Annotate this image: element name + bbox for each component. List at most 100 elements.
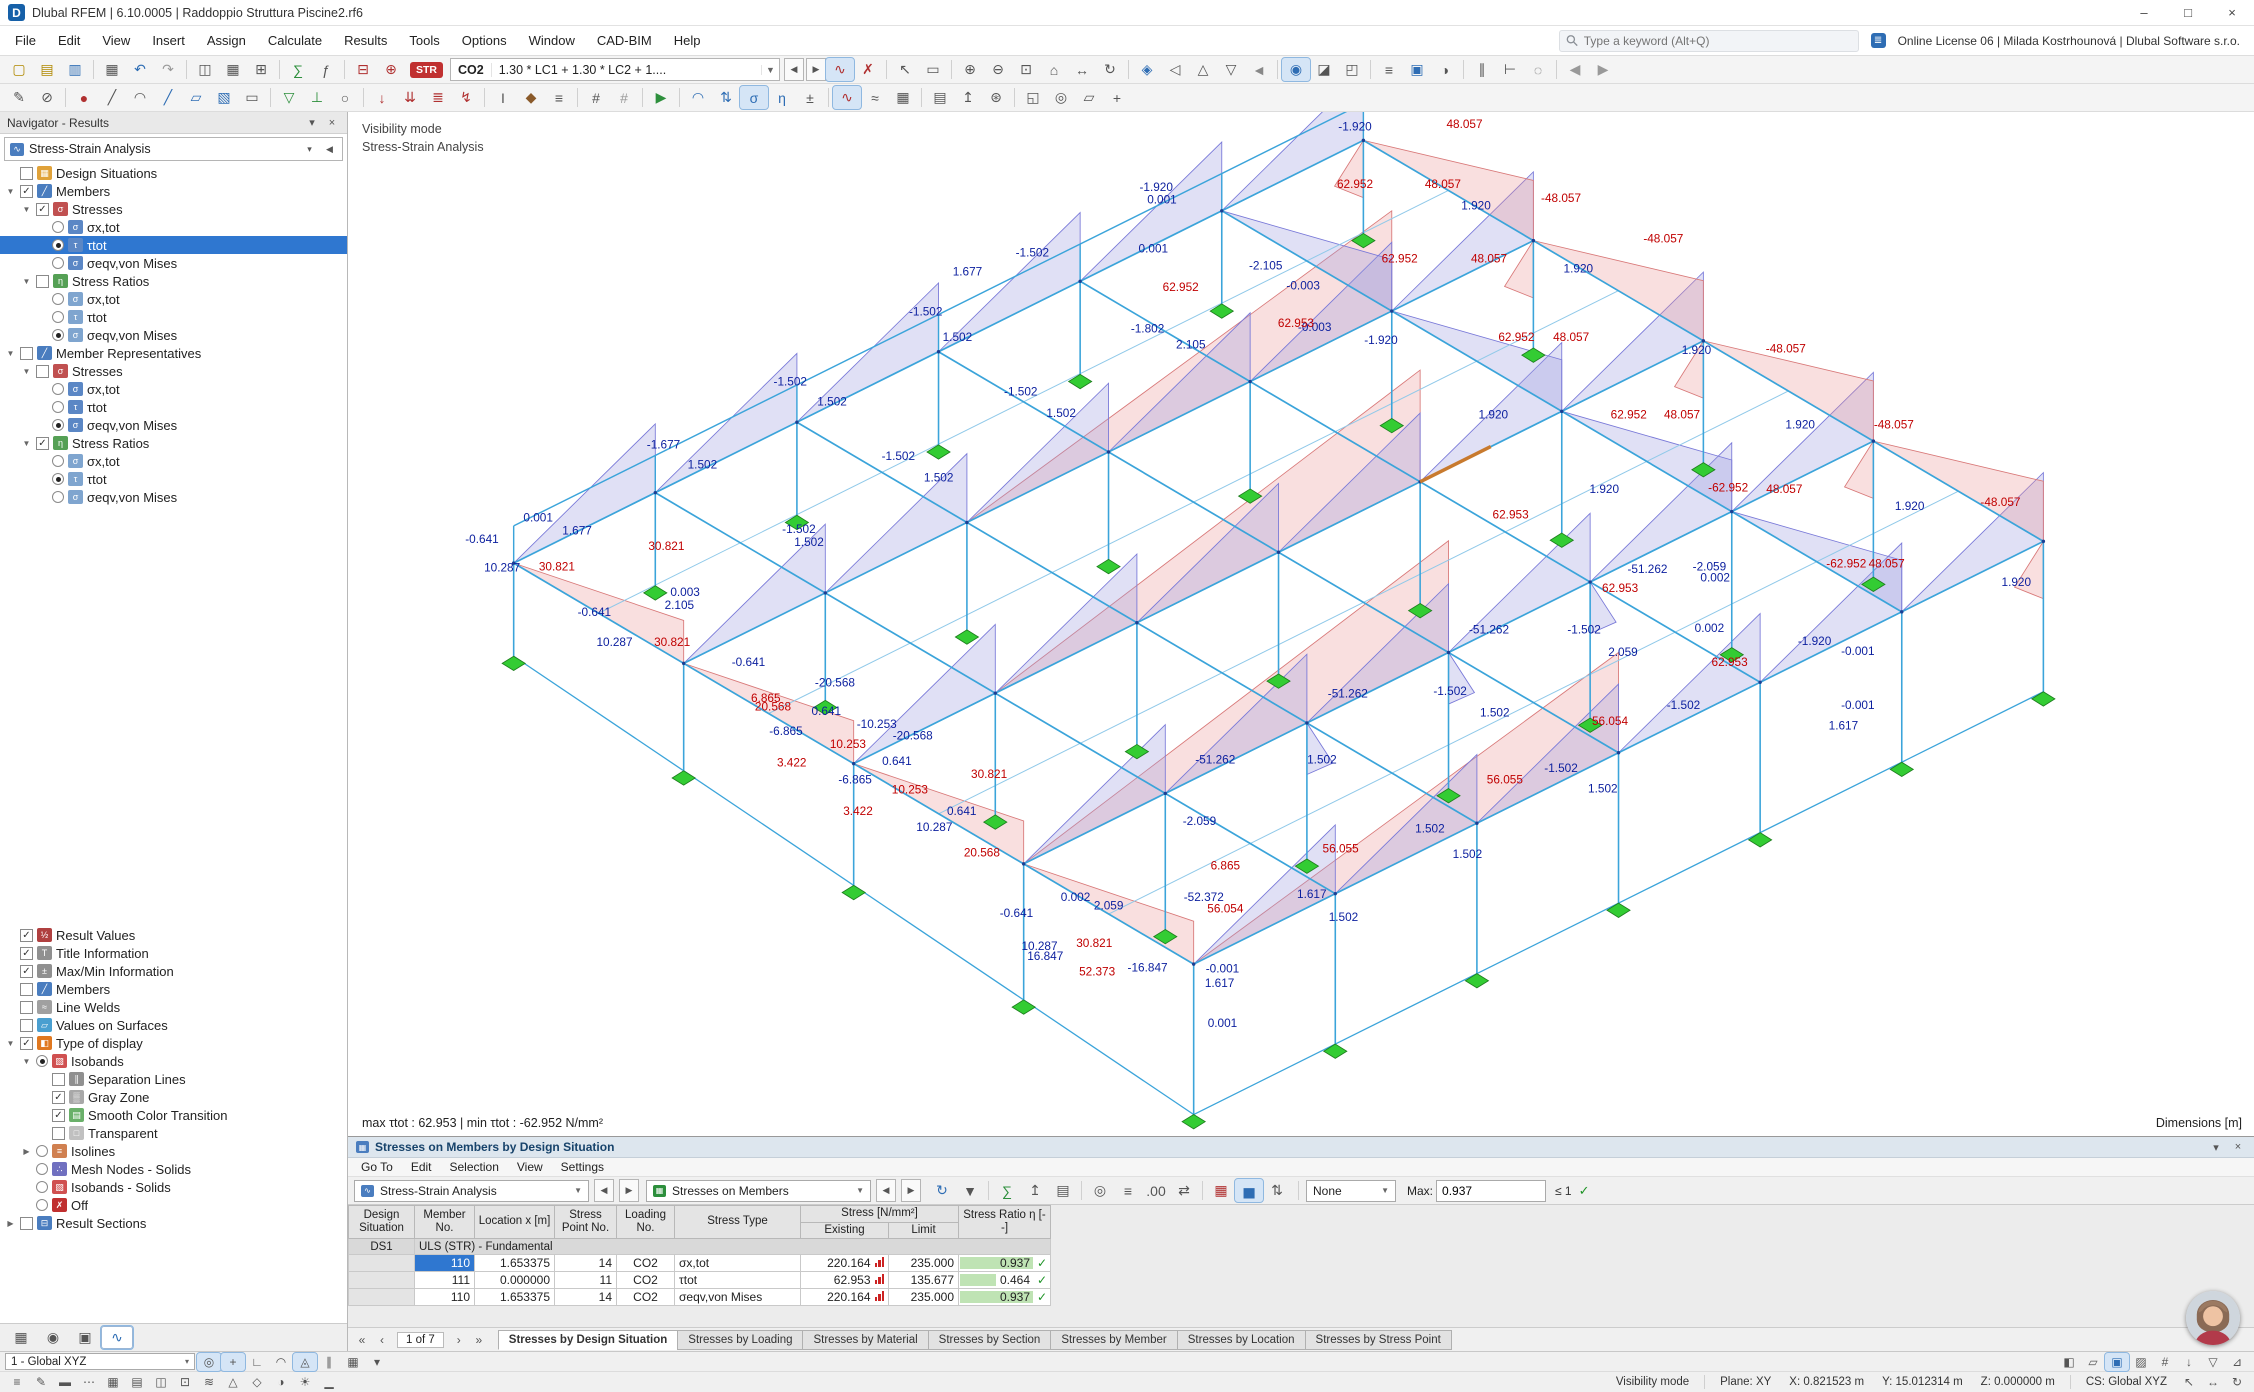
background-layers-icon[interactable]: ◧ [2063, 1354, 2075, 1369]
loading-cell[interactable]: CO2 [616, 1288, 675, 1307]
expander-icon[interactable]: ▼ [22, 204, 31, 214]
decimal-places-icon[interactable]: .00 [1146, 1182, 1166, 1199]
limit-stress-cell[interactable]: 235.000 [888, 1254, 959, 1273]
display-settings-icon[interactable]: ≡ [13, 1375, 21, 1389]
tree-item-members[interactable]: ╱Members [0, 980, 347, 998]
maximize-button[interactable]: □ [2184, 5, 2192, 20]
results-forces-icon[interactable]: ⇅ [720, 89, 732, 105]
existing-stress-cell[interactable]: 220.164 [800, 1254, 889, 1273]
nodal-load-icon[interactable]: ↓ [378, 89, 386, 106]
thicknesses-icon[interactable]: ≡ [554, 89, 564, 106]
radio-button[interactable] [52, 419, 64, 431]
radio-button[interactable] [36, 1181, 48, 1193]
stress-ratio-cell[interactable]: 0.937✓ [958, 1288, 1051, 1307]
result-bars-icon[interactable]: ▅ [1234, 1178, 1264, 1203]
radio-button[interactable] [52, 473, 64, 485]
menu-item-file[interactable]: File [15, 33, 36, 48]
clip-box-icon[interactable]: ⊡ [179, 1375, 191, 1389]
partial-view-icon[interactable]: ◫ [155, 1375, 167, 1389]
first-page-icon[interactable]: « [358, 1332, 366, 1347]
checkbox[interactable] [20, 1000, 33, 1014]
antialiasing-icon[interactable]: ≋ [203, 1375, 215, 1389]
insert-member-icon[interactable]: ╱ [163, 89, 173, 105]
loading-cell[interactable]: CO2 [616, 1271, 675, 1290]
radio-button[interactable] [36, 1163, 48, 1175]
insert-arc-icon[interactable]: ◠ [133, 89, 147, 105]
numbering-display-icon[interactable]: # [2161, 1354, 2169, 1369]
results-deformations-icon[interactable]: ◠ [691, 89, 705, 105]
tree-item-result-sections[interactable]: ▶⊟Result Sections [0, 1214, 347, 1232]
chevron-down-icon[interactable]: ▼ [574, 1186, 582, 1195]
section-colors-icon[interactable]: ▤ [131, 1375, 143, 1389]
support-display-icon[interactable]: ▽ [2208, 1354, 2218, 1369]
checkbox[interactable] [20, 1018, 33, 1032]
sections-icon[interactable]: I [501, 89, 505, 106]
table-menu-settings[interactable]: Settings [560, 1160, 605, 1174]
visual-objects-icon[interactable]: ◰ [1345, 61, 1359, 77]
support-contact-avatar[interactable] [2186, 1291, 2240, 1345]
column-header-existing[interactable]: Existing [800, 1221, 889, 1240]
free-load-icon[interactable]: ↯ [460, 89, 472, 105]
load-combination-selector[interactable]: CO2 1.30 * LC1 + 1.30 * LC2 + 1.... ▼ [450, 58, 780, 81]
grid-toggle-icon[interactable]: + [220, 1351, 246, 1372]
menu-item-view[interactable]: View [102, 33, 131, 48]
stress-ratio-cell[interactable]: 0.464✓ [958, 1271, 1051, 1290]
member-hinge-icon[interactable]: ○ [340, 89, 350, 106]
stress-ratio-cell[interactable]: 0.937✓ [958, 1254, 1051, 1273]
checkbox[interactable] [52, 1072, 65, 1086]
expander-icon[interactable]: ▼ [6, 1038, 15, 1048]
existing-stress-cell[interactable]: 220.164 [800, 1288, 889, 1307]
radio-button[interactable] [52, 491, 64, 503]
show-results-icon[interactable]: ∿ [825, 57, 855, 82]
view-x-icon[interactable]: ◁ [1169, 61, 1181, 77]
previous-table-button[interactable]: ◀ [594, 1179, 614, 1202]
table-calculation-icon[interactable]: ∑ [1002, 1182, 1012, 1199]
display-properties-icon[interactable]: ≡ [1384, 61, 1394, 78]
previous-load-case-button[interactable]: ◀ [784, 58, 804, 81]
deselect-all-icon[interactable]: ⊘ [41, 89, 53, 105]
menu-item-assign[interactable]: Assign [206, 33, 246, 48]
load-combinations-icon[interactable]: ⊕ [385, 61, 397, 77]
menu-item-results[interactable]: Results [344, 33, 388, 48]
diagrams-on-members-icon[interactable]: ∿ [832, 85, 862, 110]
expander-icon[interactable]: ▼ [22, 366, 31, 376]
checkbox[interactable]: ✓ [20, 184, 33, 198]
smooth-diagrams-icon[interactable]: ≈ [871, 89, 879, 106]
material-colors-icon[interactable]: ▦ [107, 1375, 119, 1389]
location-cell[interactable]: 0.000000 [474, 1271, 555, 1290]
column-header-stress-type[interactable]: Stress Type [674, 1205, 801, 1240]
column-header-stress-point-no[interactable]: Stress Point No. [554, 1205, 617, 1240]
expander-icon[interactable]: ▶ [7, 1218, 14, 1228]
previous-view-icon[interactable]: ◄ [1252, 61, 1266, 78]
table-menu-edit[interactable]: Edit [410, 1160, 432, 1174]
pan-view-icon[interactable]: ↔ [1075, 61, 1089, 78]
calculate-all-icon[interactable]: ∑ [293, 61, 303, 78]
radio-button[interactable] [36, 1055, 48, 1067]
filter-selector[interactable]: None ▼ [1306, 1179, 1396, 1202]
next-table-button[interactable]: ▶ [619, 1179, 639, 1202]
table-tab-stresses-by-stress-point[interactable]: Stresses by Stress Point [1304, 1329, 1452, 1350]
edit-mode-icon[interactable]: ✎ [13, 89, 25, 105]
location-cell[interactable]: 1.653375 [474, 1254, 555, 1273]
table-tab-stresses-by-design-situation[interactable]: Stresses by Design Situation [497, 1329, 679, 1350]
calculation-settings-icon[interactable]: ƒ [322, 61, 330, 78]
export-data-icon[interactable]: ↥ [962, 89, 974, 105]
result-values-icon[interactable]: ± [806, 89, 814, 106]
stress-point-cell[interactable]: 14 [554, 1288, 617, 1307]
load-cases-icon[interactable]: ⊟ [357, 61, 369, 77]
stress-type-cell[interactable]: τtot [674, 1271, 801, 1290]
table-menu-selection[interactable]: Selection [449, 1160, 499, 1174]
snap-options-icon[interactable]: ▾ [373, 1354, 381, 1369]
analysis-type-selector[interactable]: ∿ Stress-Strain Analysis ▾ ◀ [4, 137, 343, 161]
radio-button[interactable] [52, 383, 64, 395]
expander-icon[interactable]: ▼ [6, 348, 15, 358]
tree-item-members[interactable]: ▼✓╱Members [0, 182, 347, 200]
line-style-icon[interactable]: ⋯ [83, 1375, 95, 1389]
